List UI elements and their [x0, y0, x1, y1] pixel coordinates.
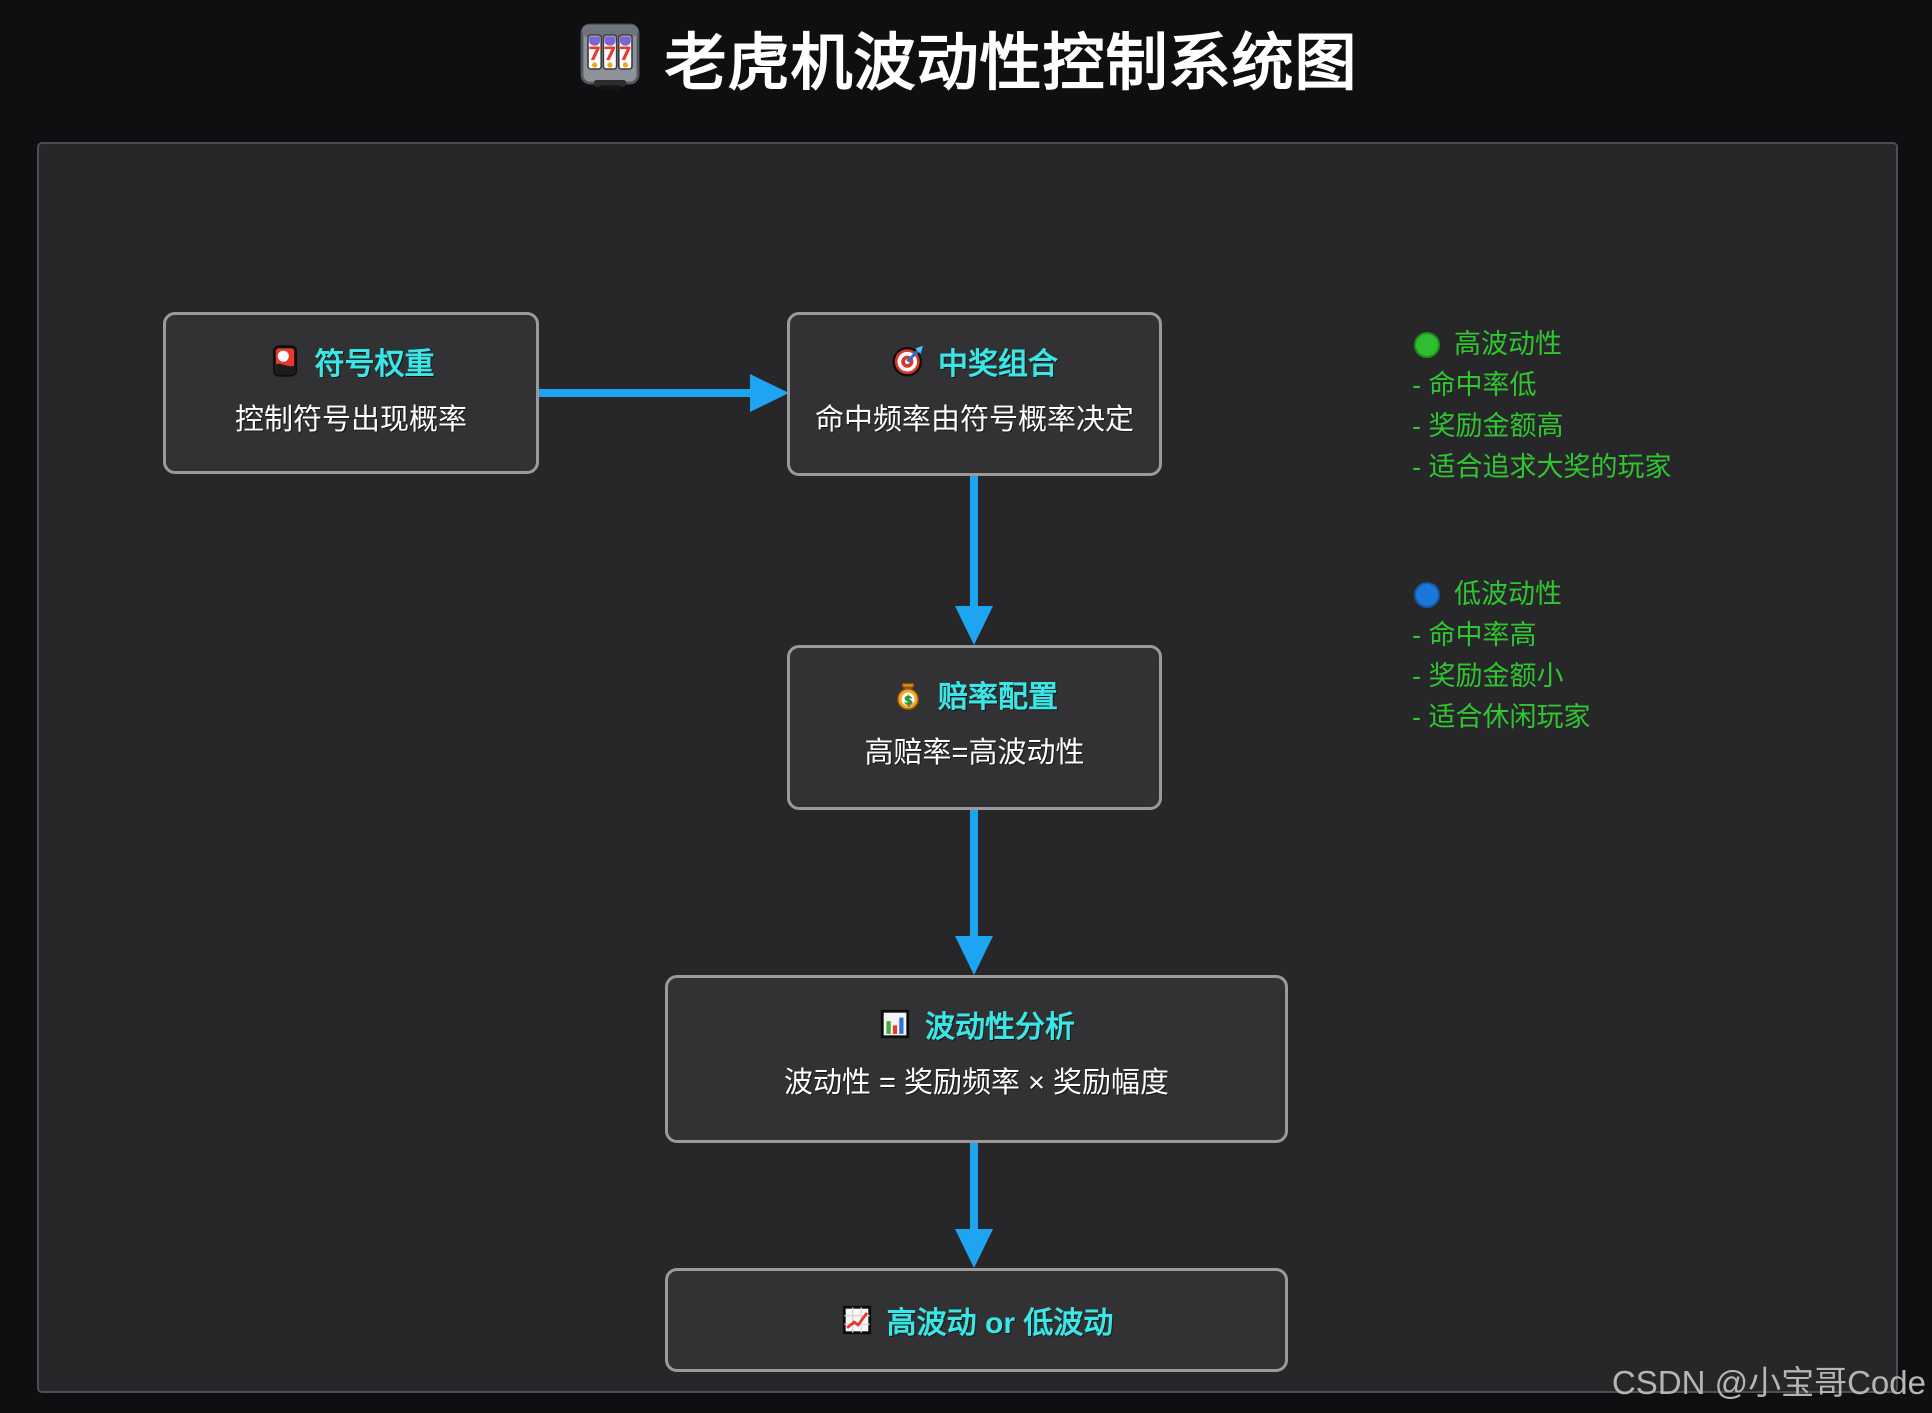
legend-title-row: 低波动性	[1412, 574, 1591, 615]
svg-text:$: $	[904, 693, 913, 708]
node-subtitle-text: 高赔率=高波动性	[864, 737, 1085, 769]
node-title-row: 高波动 or 低波动	[840, 1298, 1114, 1342]
legend-item: - 命中率低	[1412, 370, 1537, 400]
legend-title-row: 高波动性	[1412, 324, 1672, 365]
node-subtitle-text: 控制符号出现概率	[234, 404, 467, 436]
legend-title-text: 高波动性	[1454, 329, 1562, 359]
node-title-row: $ 赔率配置	[891, 672, 1058, 716]
diagram-canvas: 符号权重 控制符号出现概率 中奖组合 命中频率由符号概率决定	[37, 142, 1898, 1393]
node-subtitle-text: 波动性 = 奖励频率 × 奖励幅度	[783, 1067, 1170, 1099]
target-icon	[891, 344, 925, 378]
flow-node-result: 高波动 or 低波动	[665, 1268, 1288, 1372]
legend-high-volatility: 高波动性 - 命中率低 - 奖励金额高 - 适合追求大奖的玩家	[1412, 324, 1672, 488]
page-title: 老虎机波动性控制系统图	[664, 29, 1358, 98]
flow-node-win-combination: 中奖组合 命中频率由符号概率决定	[787, 312, 1162, 476]
flow-node-symbol-weight: 符号权重 控制符号出现概率	[163, 312, 539, 474]
node-subtitle-text: 命中频率由符号概率决定	[814, 404, 1134, 436]
legend-item: - 奖励金额小	[1412, 661, 1564, 691]
node-title-text: 波动性分析	[925, 1011, 1075, 1044]
slot-machine-icon: 7 7 7	[574, 21, 646, 93]
node-title-row: 中奖组合	[891, 339, 1058, 383]
node-title-text: 高波动 or 低波动	[886, 1307, 1114, 1340]
flow-node-volatility-analysis: 波动性分析 波动性 = 奖励频率 × 奖励幅度	[665, 975, 1288, 1143]
chart-up-icon	[840, 1303, 874, 1337]
node-title-text: 赔率配置	[938, 681, 1058, 714]
legend-item: - 命中率高	[1412, 620, 1537, 650]
bar-chart-icon	[878, 1007, 912, 1041]
green-dot-icon	[1414, 331, 1440, 358]
svg-text:7: 7	[604, 43, 617, 65]
node-title-row: 符号权重	[268, 339, 435, 383]
flow-node-payout-config: $ 赔率配置 高赔率=高波动性	[787, 645, 1162, 810]
svg-text:7: 7	[619, 43, 632, 65]
node-title-text: 符号权重	[314, 348, 435, 381]
legend-item: - 适合休闲玩家	[1412, 702, 1591, 732]
money-bag-icon: $	[891, 677, 925, 711]
legend-item: - 适合追求大奖的玩家	[1412, 452, 1672, 482]
legend-low-volatility: 低波动性 - 命中率高 - 奖励金额小 - 适合休闲玩家	[1412, 574, 1591, 738]
legend-title-text: 低波动性	[1454, 579, 1562, 609]
playing-card-icon	[268, 344, 302, 378]
node-title-text: 中奖组合	[938, 348, 1058, 381]
legend-item: - 奖励金额高	[1412, 411, 1564, 441]
node-title-row: 波动性分析	[878, 1002, 1075, 1046]
svg-text:7: 7	[588, 43, 601, 65]
blue-dot-icon	[1414, 581, 1440, 608]
watermark: CSDN @小宝哥Code	[1611, 1364, 1926, 1401]
page-header: 7 7 7 老虎机波动性控制系统图	[0, 14, 1932, 100]
